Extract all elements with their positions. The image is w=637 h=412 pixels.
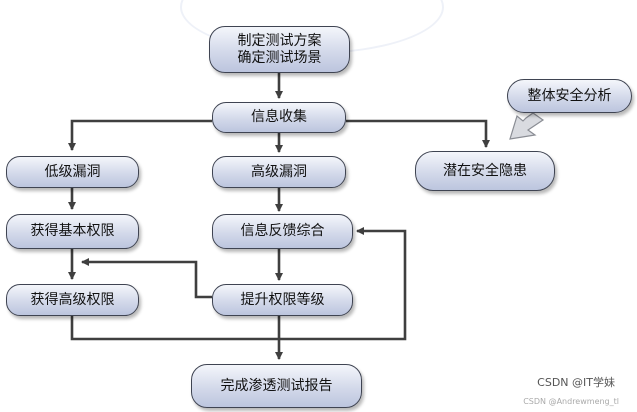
arrow-collect-to-low-vuln <box>68 119 212 151</box>
node-report: 完成渗透测试报告 <box>191 364 362 408</box>
arrow-escalate-to-left <box>81 258 212 299</box>
node-low-vuln-label: 低级漏洞 <box>44 163 101 180</box>
node-feedback-label: 信息反馈综合 <box>240 223 325 239</box>
node-low-vuln: 低级漏洞 <box>6 156 139 188</box>
node-escalate: 提升权限等级 <box>212 284 353 316</box>
node-potential-risk-label: 潜在安全隐患 <box>443 162 527 179</box>
arrow-collect-to-risk <box>346 119 490 148</box>
node-basic-priv: 获得基本权限 <box>6 214 139 249</box>
node-feedback: 信息反馈综合 <box>212 214 353 249</box>
node-collect-label: 信息收集 <box>251 109 307 125</box>
node-high-vuln-label: 高级漏洞 <box>251 163 307 180</box>
watermark-main: CSDN @IT学妹 <box>537 376 615 389</box>
watermark-sub: CSDN @Andrewmeng_tl <box>523 397 619 406</box>
node-plan-line1: 制定测试方案 <box>237 32 322 49</box>
arrow-highpriv-to-report <box>70 316 283 360</box>
node-high-vuln: 高级漏洞 <box>212 156 346 188</box>
node-escalate-label: 提升权限等级 <box>240 291 325 308</box>
hollow-arrow-analysis-to-risk <box>509 112 545 140</box>
node-overall-analysis: 整体安全分析 <box>507 79 632 113</box>
arrow-loop-to-feedback <box>279 227 407 341</box>
node-report-label: 完成渗透测试报告 <box>220 377 333 394</box>
node-high-priv-label: 获得高级权限 <box>30 291 115 308</box>
node-high-priv: 获得高级权限 <box>6 284 139 316</box>
node-plan: 制定测试方案 确定测试场景 <box>209 26 350 73</box>
node-collect: 信息收集 <box>212 102 346 133</box>
node-plan-line2: 确定测试场景 <box>237 49 322 66</box>
node-basic-priv-label: 获得基本权限 <box>30 223 115 239</box>
node-potential-risk: 潜在安全隐患 <box>415 151 555 191</box>
node-overall-analysis-label: 整体安全分析 <box>527 87 612 104</box>
